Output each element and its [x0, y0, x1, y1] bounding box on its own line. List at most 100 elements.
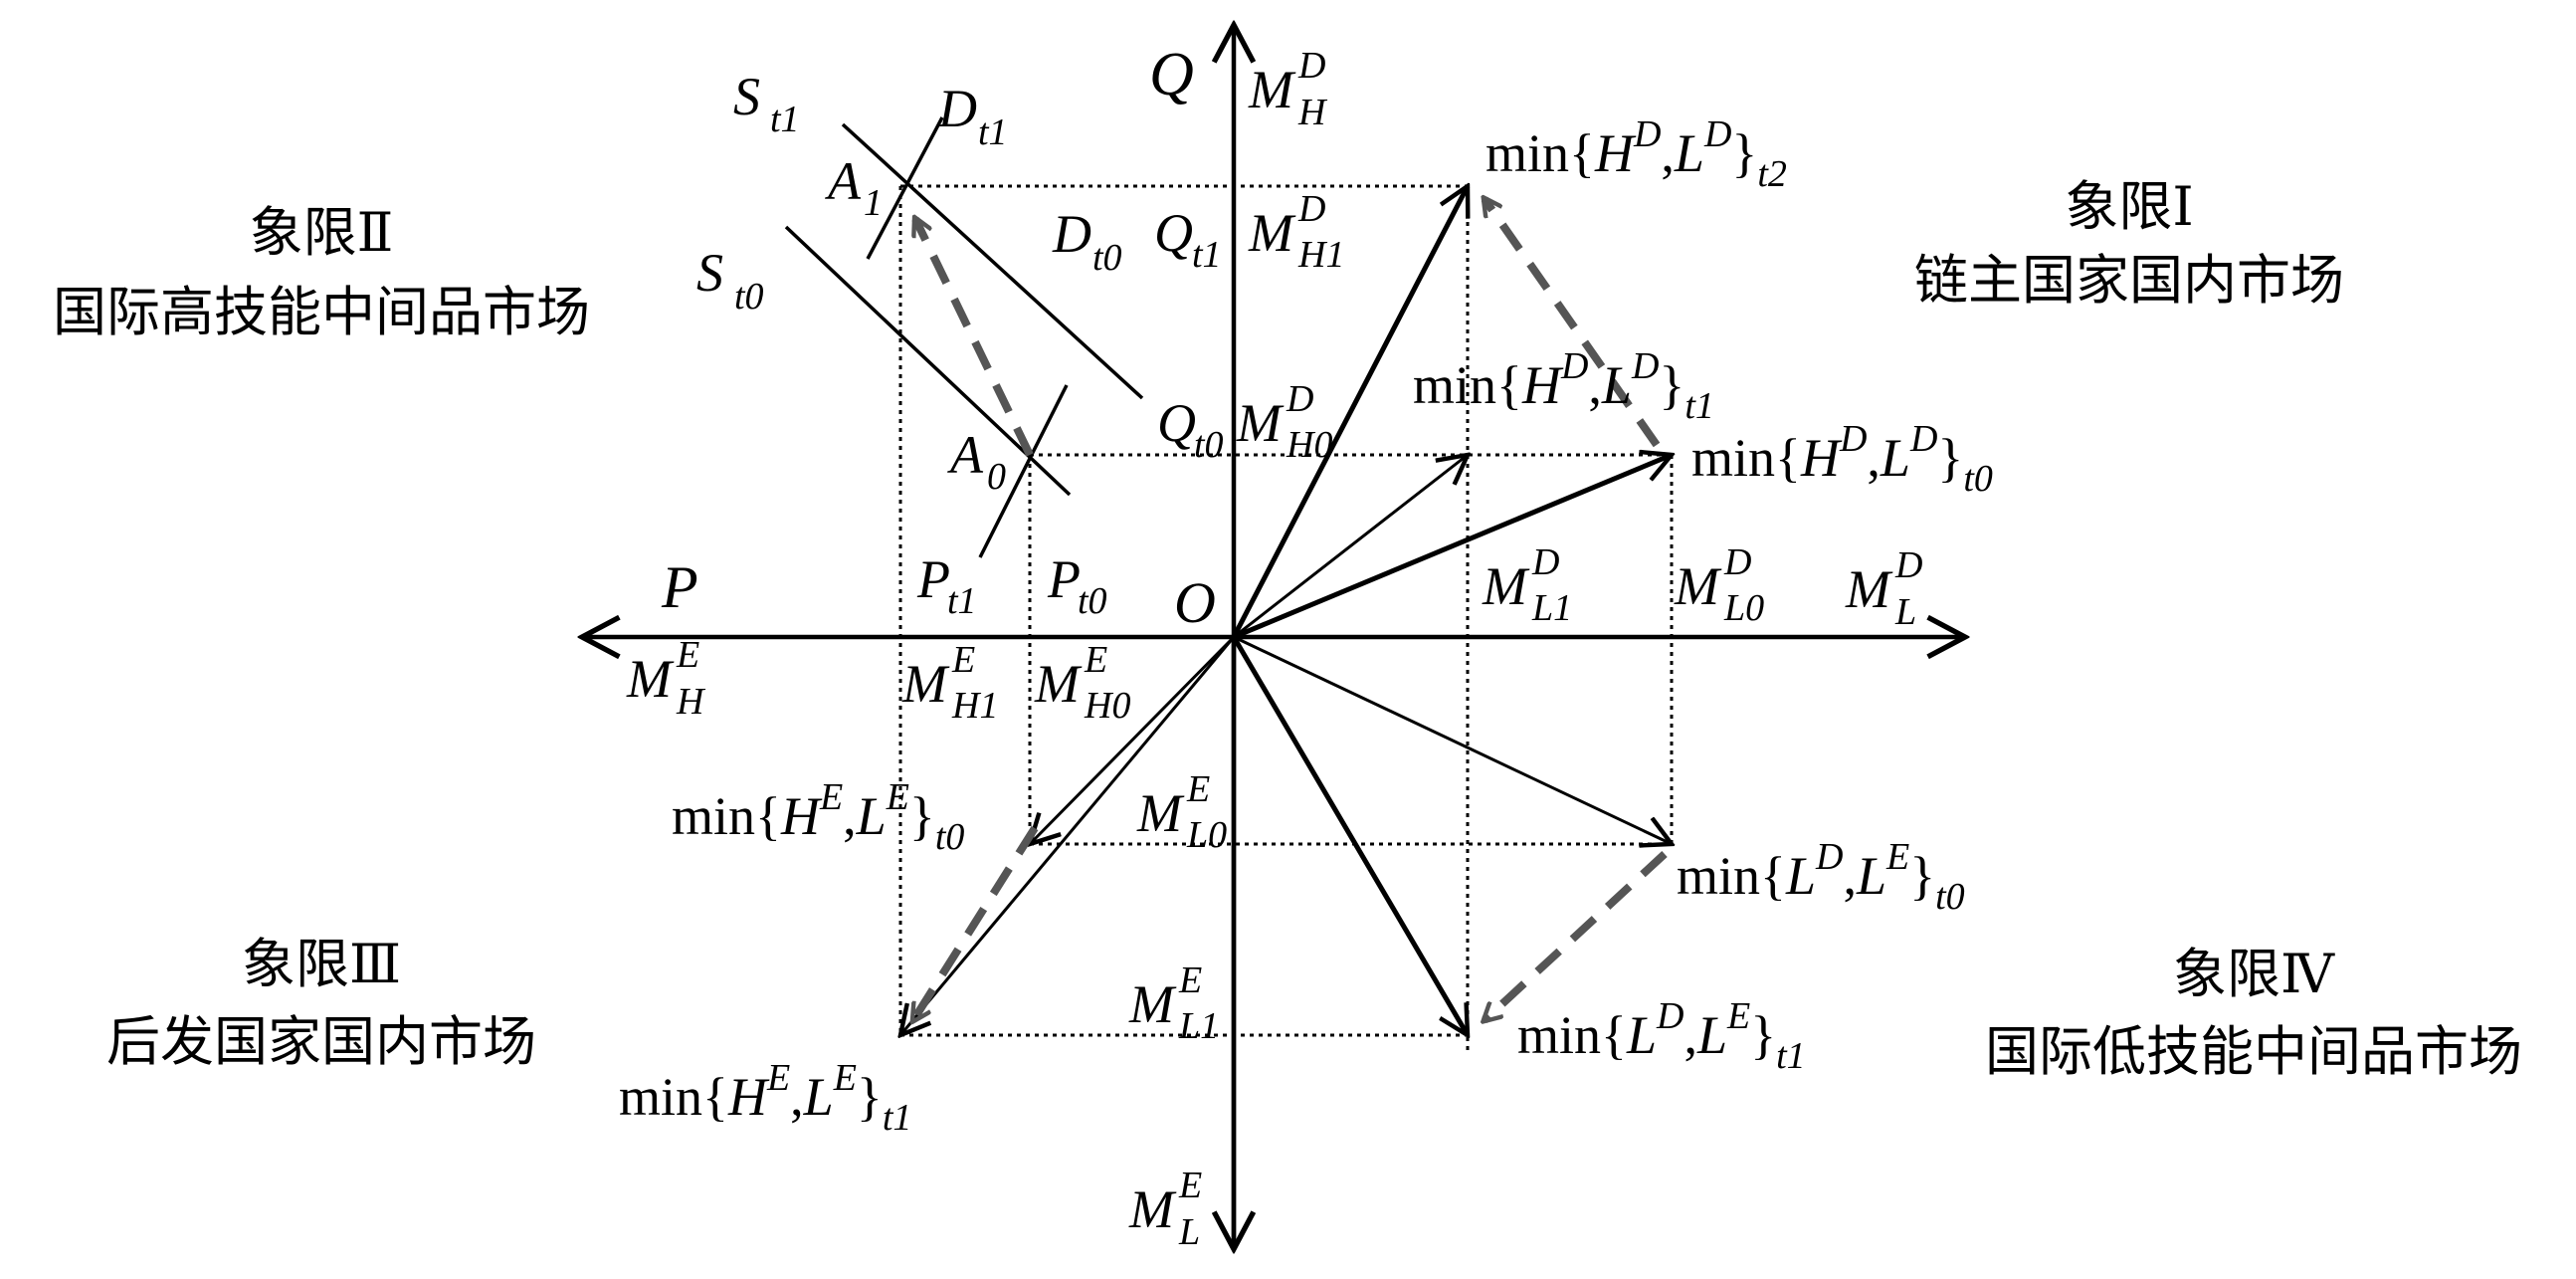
shift-arrow-q3 [913, 825, 1039, 1020]
label-q-t1: Q t1 [1154, 203, 1222, 276]
svg-text:E: E [1178, 1165, 1202, 1206]
vector-ld-le-t0 [1233, 635, 1672, 844]
demand-curve-t0 [978, 384, 1069, 558]
svg-text:D: D [1052, 204, 1091, 264]
svg-text:M: M [1845, 559, 1893, 619]
svg-text:A: A [947, 425, 984, 485]
label-mhe-h1: M E H1 [901, 639, 998, 727]
label-min-hd-ld-t2: min{HD,LD}t2 [1486, 113, 1787, 195]
axis-mle-label: M E L [1128, 1165, 1202, 1253]
svg-text:H: H [676, 681, 706, 723]
svg-text:0: 0 [987, 456, 1006, 498]
quadrant-3-name: 象限Ⅲ [242, 933, 401, 995]
svg-text:Q: Q [1154, 203, 1193, 263]
vector-ld-le-t1 [1231, 635, 1468, 1035]
quadrant-1-desc: 链主国家国内市场 [1914, 249, 2344, 312]
vector-hd-ld-t2 [1231, 186, 1468, 639]
svg-text:L0: L0 [1186, 814, 1227, 856]
label-q-t0: Q t0 [1157, 393, 1224, 466]
svg-text:D: D [1531, 541, 1559, 583]
svg-text:t0: t0 [1092, 237, 1122, 279]
label-a1: A 1 [825, 151, 883, 224]
svg-text:L0: L0 [1723, 587, 1764, 629]
svg-text:M: M [1248, 203, 1296, 263]
svg-text:E: E [1186, 768, 1210, 810]
label-s-t1: S t1 [733, 67, 800, 140]
svg-text:M: M [1236, 393, 1285, 453]
label-min-ld-le-t1: min{LD,LE}t1 [1517, 995, 1806, 1077]
svg-text:L: L [1894, 591, 1916, 633]
supply-curve-t1 [841, 122, 1144, 400]
svg-text:E: E [1084, 639, 1107, 681]
vector-hd-ld-t0 [1233, 455, 1672, 640]
svg-text:E: E [676, 634, 699, 676]
label-mhd-h1: M D H1 [1248, 188, 1344, 276]
vector-he-le-t1 [900, 636, 1236, 1035]
demand-curve-t1 [866, 116, 944, 260]
svg-text:D: D [1286, 378, 1313, 420]
svg-text:S: S [696, 243, 723, 303]
label-min-he-le-t1: min{HE,LE}t1 [619, 1057, 911, 1139]
svg-text:L: L [1178, 1211, 1200, 1253]
axis-mhd-label: M D H [1248, 45, 1328, 133]
svg-text:M: M [1034, 654, 1083, 714]
svg-text:L1: L1 [1531, 587, 1572, 629]
svg-text:t1: t1 [947, 580, 977, 622]
axis-mhe-label: M E H [626, 634, 706, 723]
svg-text:D: D [1894, 544, 1922, 586]
quadrant-2-desc: 国际高技能中间品市场 [53, 281, 590, 343]
dotted-guides [898, 184, 1674, 1053]
quadrant-3-desc: 后发国家国内市场 [106, 1010, 536, 1073]
svg-text:E: E [951, 639, 975, 681]
svg-text:t0: t0 [1078, 580, 1107, 622]
svg-text:M: M [901, 654, 950, 714]
axis-mld-label: M D L [1845, 544, 1922, 633]
svg-text:P: P [1047, 549, 1081, 609]
quadrant-4-name: 象限Ⅳ [2173, 943, 2335, 1005]
axis-q-label: Q [1149, 41, 1194, 108]
vector-hd-ld-t1 [1233, 455, 1468, 639]
label-min-ld-le-t0: min{LD,LE}t0 [1677, 836, 1965, 918]
label-d-t0: D t0 [1052, 204, 1122, 279]
svg-text:D: D [1723, 541, 1751, 583]
axis-p-label: P [661, 554, 698, 620]
label-p-t0: P t0 [1047, 549, 1107, 622]
shift-arrow-q4 [1485, 851, 1668, 1020]
svg-text:D: D [1297, 188, 1325, 230]
svg-text:L1: L1 [1178, 1005, 1219, 1047]
svg-text:H1: H1 [951, 685, 998, 727]
label-s-t0: S t0 [696, 243, 764, 318]
quadrant-4-desc: 国际低技能中间品市场 [1985, 1020, 2522, 1083]
svg-text:t1: t1 [978, 111, 1008, 153]
label-d-t1: D t1 [937, 79, 1008, 153]
label-mld-l1: M D L1 [1482, 541, 1572, 629]
label-mle-l1: M E L1 [1128, 959, 1219, 1047]
supply-curve-t0 [784, 225, 1072, 497]
quadrant-1-name: 象限Ⅰ [2065, 175, 2193, 238]
svg-text:M: M [1136, 783, 1185, 843]
svg-text:A: A [825, 151, 862, 211]
svg-text:M: M [1674, 556, 1722, 616]
label-min-hd-ld-t0: min{HD,LD}t0 [1691, 418, 1993, 500]
label-min-he-le-t0: min{HE,LE}t0 [672, 776, 964, 858]
svg-text:1: 1 [864, 182, 883, 224]
svg-text:t0: t0 [1194, 424, 1224, 466]
svg-text:M: M [626, 649, 675, 709]
svg-text:P: P [916, 549, 950, 609]
label-a0: A 0 [947, 425, 1006, 498]
label-mhd-h0: M D H0 [1236, 378, 1332, 466]
svg-text:H1: H1 [1297, 234, 1344, 276]
svg-text:t1: t1 [770, 99, 800, 140]
svg-text:M: M [1248, 60, 1296, 119]
svg-text:Q: Q [1157, 393, 1196, 453]
label-mle-l0: M E L0 [1136, 768, 1227, 856]
svg-text:S: S [733, 67, 760, 126]
label-mhe-h0: M E H0 [1034, 639, 1130, 727]
svg-text:D: D [1297, 45, 1325, 87]
svg-text:t0: t0 [734, 276, 764, 318]
svg-text:H0: H0 [1286, 424, 1332, 466]
vector-he-le-t0 [1030, 635, 1236, 844]
svg-text:t1: t1 [1192, 234, 1222, 276]
shift-arrow-a0-a1 [915, 219, 1034, 457]
